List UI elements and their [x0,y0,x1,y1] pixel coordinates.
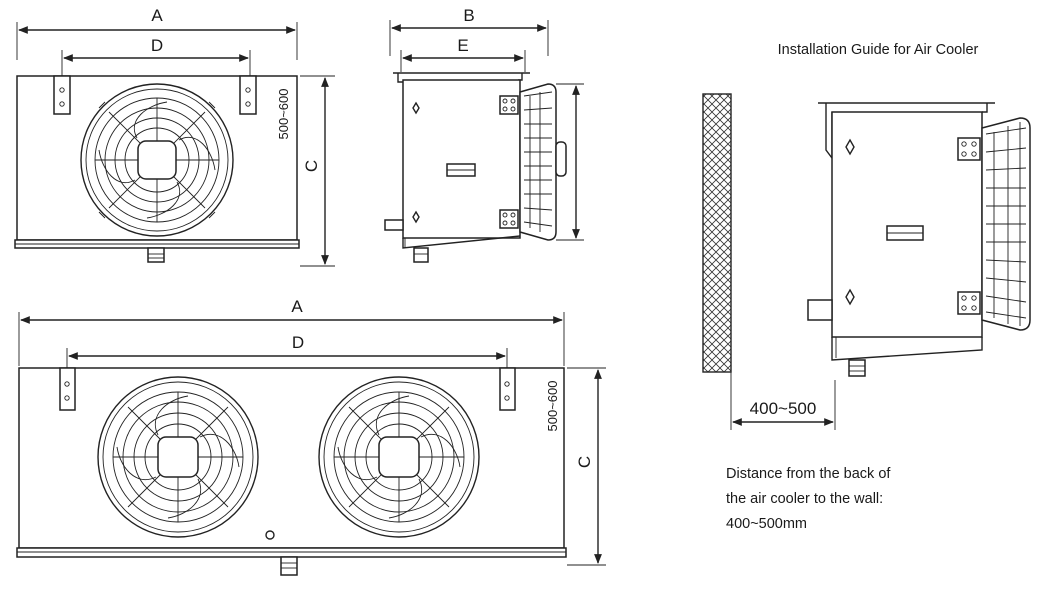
side-view: B E [384,6,584,263]
dim-c-top: C [302,160,321,172]
dim-a-top: A [151,6,163,25]
dim-range-top: 500~600 [276,89,291,140]
dim-b: B [463,6,474,25]
guide-title: Installation Guide for Air Cooler [778,42,979,58]
guide-note-line-1: Distance from the back of [726,466,891,482]
guide-note-line-3: 400~500mm [726,516,807,532]
dim-e: E [457,36,468,55]
double-fan-front-view: A D [16,297,606,576]
dim-c-bottom: C [575,456,594,468]
single-fan-front-view: A D [14,6,335,267]
installation-guide: Installation Guide for Air Cooler [702,42,1031,532]
dim-d-bottom: D [292,333,304,352]
dim-d-top: D [151,36,163,55]
wall-distance-label: 400~500 [750,399,817,418]
guide-note-line-2: the air cooler to the wall: [726,491,883,507]
wall [702,93,732,373]
dim-a-bottom: A [291,297,303,316]
dim-range-bottom: 500~600 [545,381,560,432]
